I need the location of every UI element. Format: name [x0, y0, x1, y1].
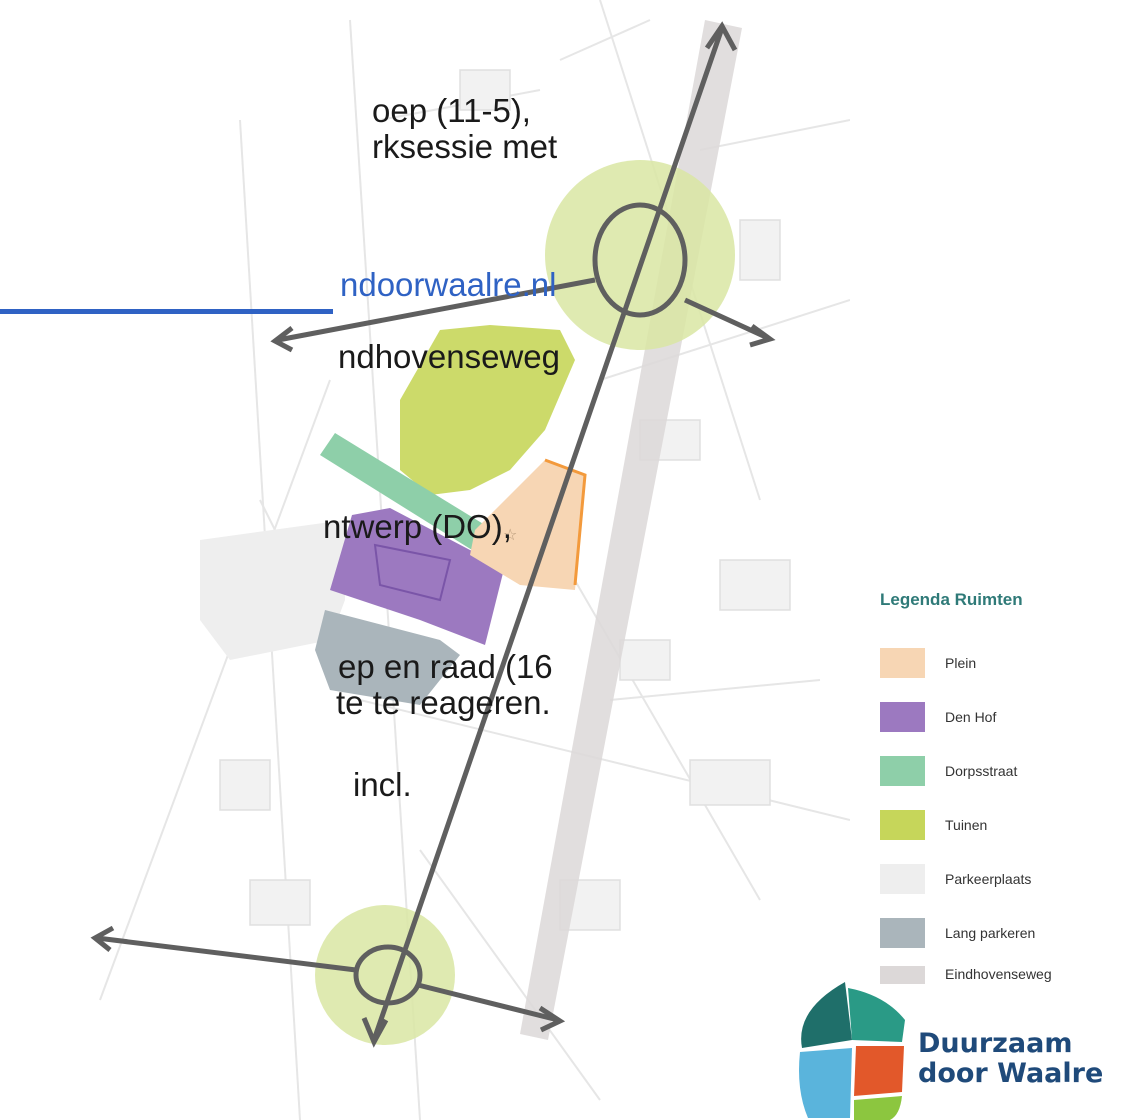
eindhovenseweg-road — [371, 27, 725, 1041]
north-arrow — [704, 21, 738, 52]
legend-swatch — [880, 864, 925, 894]
legend-swatch — [880, 810, 925, 840]
legend-swatch — [880, 702, 925, 732]
south-roundabout-ring — [353, 944, 423, 1006]
den-hof-zone — [330, 508, 505, 645]
west-branch-arrow — [270, 326, 294, 353]
legend-item-lang-parkeren: Lang parkeren — [880, 918, 1120, 948]
west-branch-road — [277, 277, 596, 343]
plein-outline — [544, 458, 587, 586]
legend-label: Plein — [945, 655, 977, 671]
logo-text-line-2: door Waalre — [918, 1058, 1104, 1089]
legend-label: Tuinen — [945, 817, 988, 833]
legend-swatch — [880, 756, 925, 786]
slide-text-line-6: ep en raad (16 — [338, 648, 553, 685]
plein-zone — [470, 460, 585, 590]
east-branch-arrow — [749, 323, 776, 348]
duurzaam-door-waalre-logo: Duurzaam door Waalre — [790, 980, 1125, 1120]
lang-parkeren-zone — [315, 610, 460, 705]
legend-item-parkeerplaats: Parkeerplaats — [880, 864, 1120, 894]
dorpsstraat-zone — [320, 433, 485, 550]
legend-item-plein: Plein — [880, 648, 1120, 678]
north-roundabout-ring — [592, 202, 688, 318]
slide-text-line-2: rksessie met — [372, 128, 558, 165]
slide-text-line-8: incl. — [353, 766, 412, 803]
slide-text-line-4: ndhovenseweg — [338, 338, 561, 375]
legend-label: Dorpsstraat — [945, 763, 1018, 779]
north-roundabout-halo — [545, 160, 735, 350]
slide-text-line-7: te te reageren. — [336, 684, 551, 721]
slide-text-line-5: ntwerp (DO), — [323, 508, 512, 545]
legend-swatch — [880, 918, 925, 948]
legend-swatch — [880, 966, 925, 984]
plein-star-icon: ☆ — [503, 525, 517, 544]
legend-label: Lang parkeren — [945, 925, 1036, 941]
southwest-branch-arrow — [90, 925, 115, 952]
south-roundabout-halo — [315, 905, 455, 1045]
southwest-branch-road — [96, 935, 357, 973]
legend-swatch — [880, 648, 925, 678]
legend-item-den-hof: Den Hof — [880, 702, 1120, 732]
southeast-branch-road — [417, 982, 559, 1023]
southeast-branch-arrow — [538, 1005, 566, 1033]
website-link[interactable]: ndoorwaalre.nl — [340, 266, 557, 303]
legend-item-eindhovenseweg: Eindhovenseweg — [880, 966, 1120, 984]
den-hof-outline — [373, 543, 452, 602]
tuinen-zone — [400, 325, 575, 495]
website-link-underline — [0, 309, 333, 314]
parkeerplaats-zone — [200, 520, 345, 660]
legend-item-tuinen: Tuinen — [880, 810, 1120, 840]
leaf-tile-logo-icon — [799, 982, 905, 1120]
site-map: ☆ — [90, 0, 850, 1120]
logo-text-line-1: Duurzaam — [918, 1028, 1073, 1059]
legend-label: Eindhovenseweg — [945, 966, 1052, 982]
south-arrow — [361, 1017, 389, 1048]
east-branch-road — [683, 297, 770, 341]
legend-item-dorpsstraat: Dorpsstraat — [880, 756, 1120, 786]
legend-label: Parkeerplaats — [945, 871, 1032, 887]
slide-text-line-1: oep (11-5), — [372, 92, 531, 129]
legend-title: Legenda Ruimten — [880, 590, 1023, 609]
legend-label: Den Hof — [945, 709, 997, 725]
